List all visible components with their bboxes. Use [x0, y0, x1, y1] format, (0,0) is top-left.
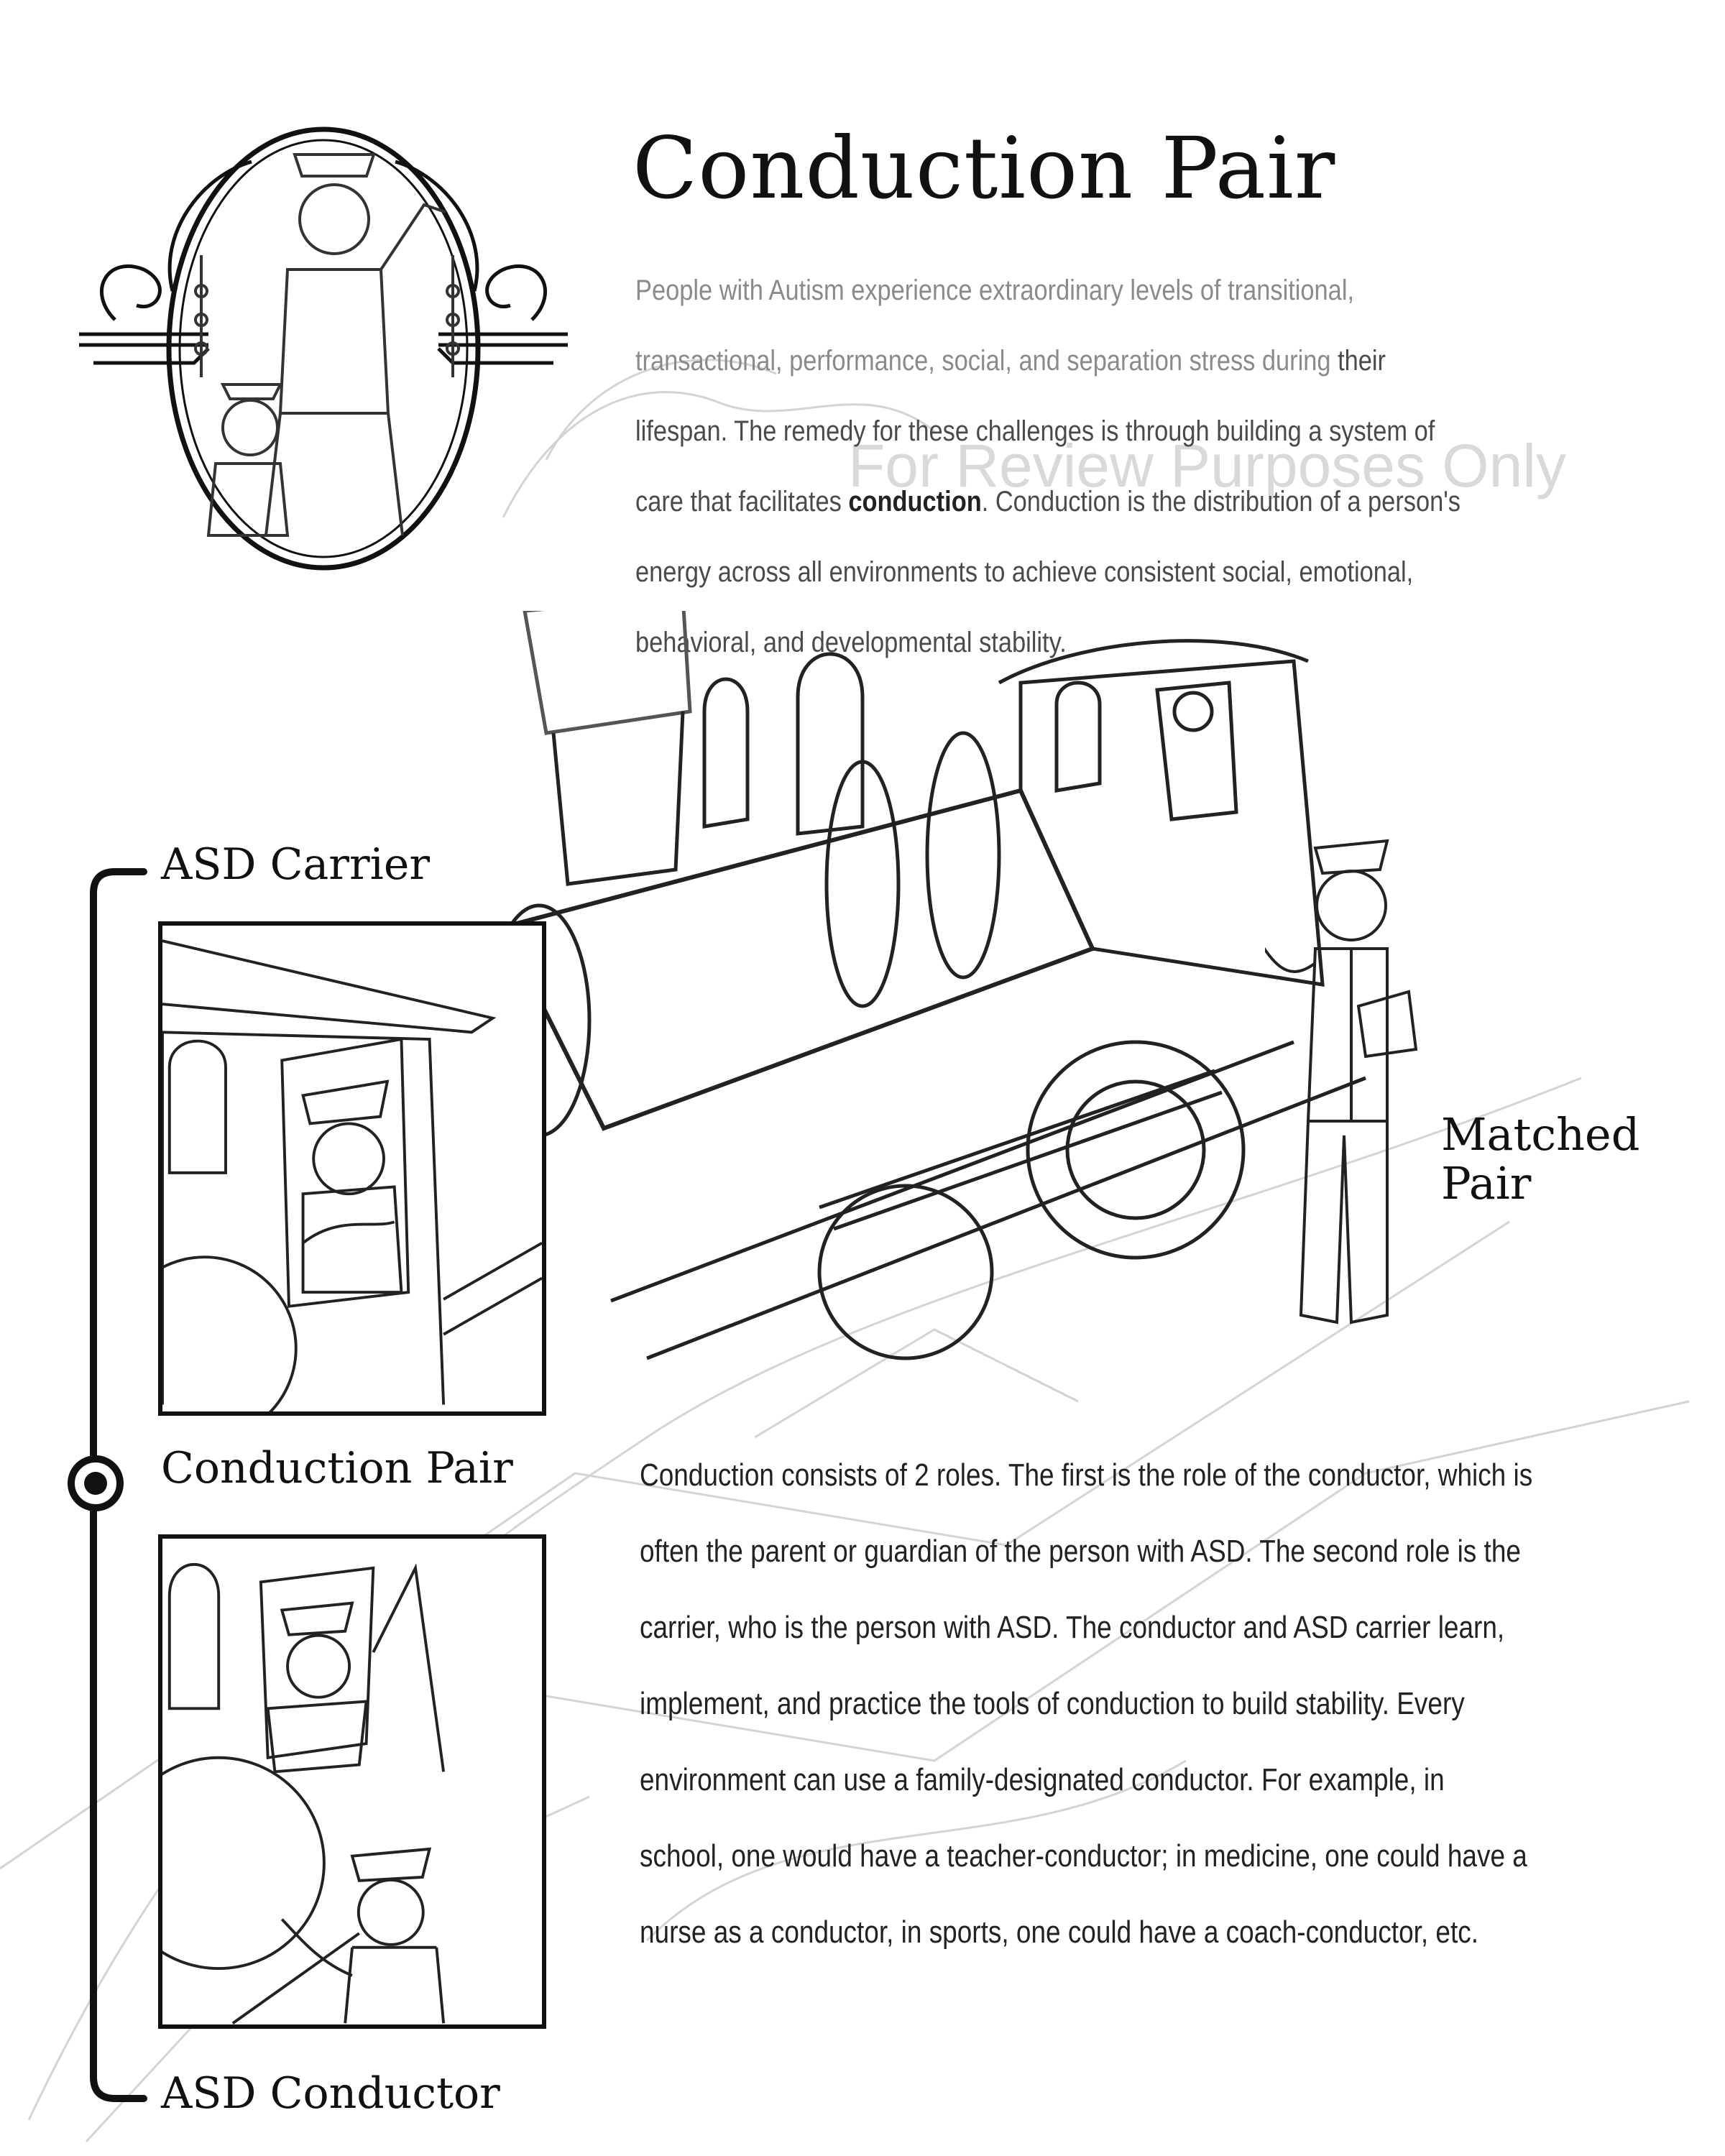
carrier-panel-illustration [162, 939, 542, 1411]
conduction-pair-label: Conduction Pair [161, 1443, 513, 1493]
intro-text-part-3: . Conduction is the distribution of a pe… [635, 486, 1461, 658]
intro-keyword: conduction [848, 486, 982, 517]
asd-carrier-label: ASD Carrier [161, 839, 431, 890]
asd-carrier-panel [158, 921, 546, 1416]
page-title: Conduction Pair [632, 119, 1336, 218]
intro-text-part-2: their lifespan. The remedy for these cha… [635, 345, 1435, 517]
intro-paragraph: People with Autism experience extraordin… [635, 255, 1476, 678]
matched-pair-label: Matched Pair [1441, 1108, 1640, 1210]
train-illustration [503, 611, 1366, 1360]
intro-text-part-1: People with Autism experience extraordin… [635, 275, 1355, 377]
conductor-figure [1265, 839, 1418, 1325]
medallion-illustration [79, 126, 568, 571]
conductor-panel-illustration [162, 1562, 446, 2024]
target-circle-center [84, 1472, 107, 1495]
roles-paragraph: Conduction consists of 2 roles. The firs… [640, 1457, 1533, 1950]
asd-conductor-panel [158, 1534, 546, 2029]
asd-conductor-label: ASD Conductor [161, 2068, 500, 2119]
